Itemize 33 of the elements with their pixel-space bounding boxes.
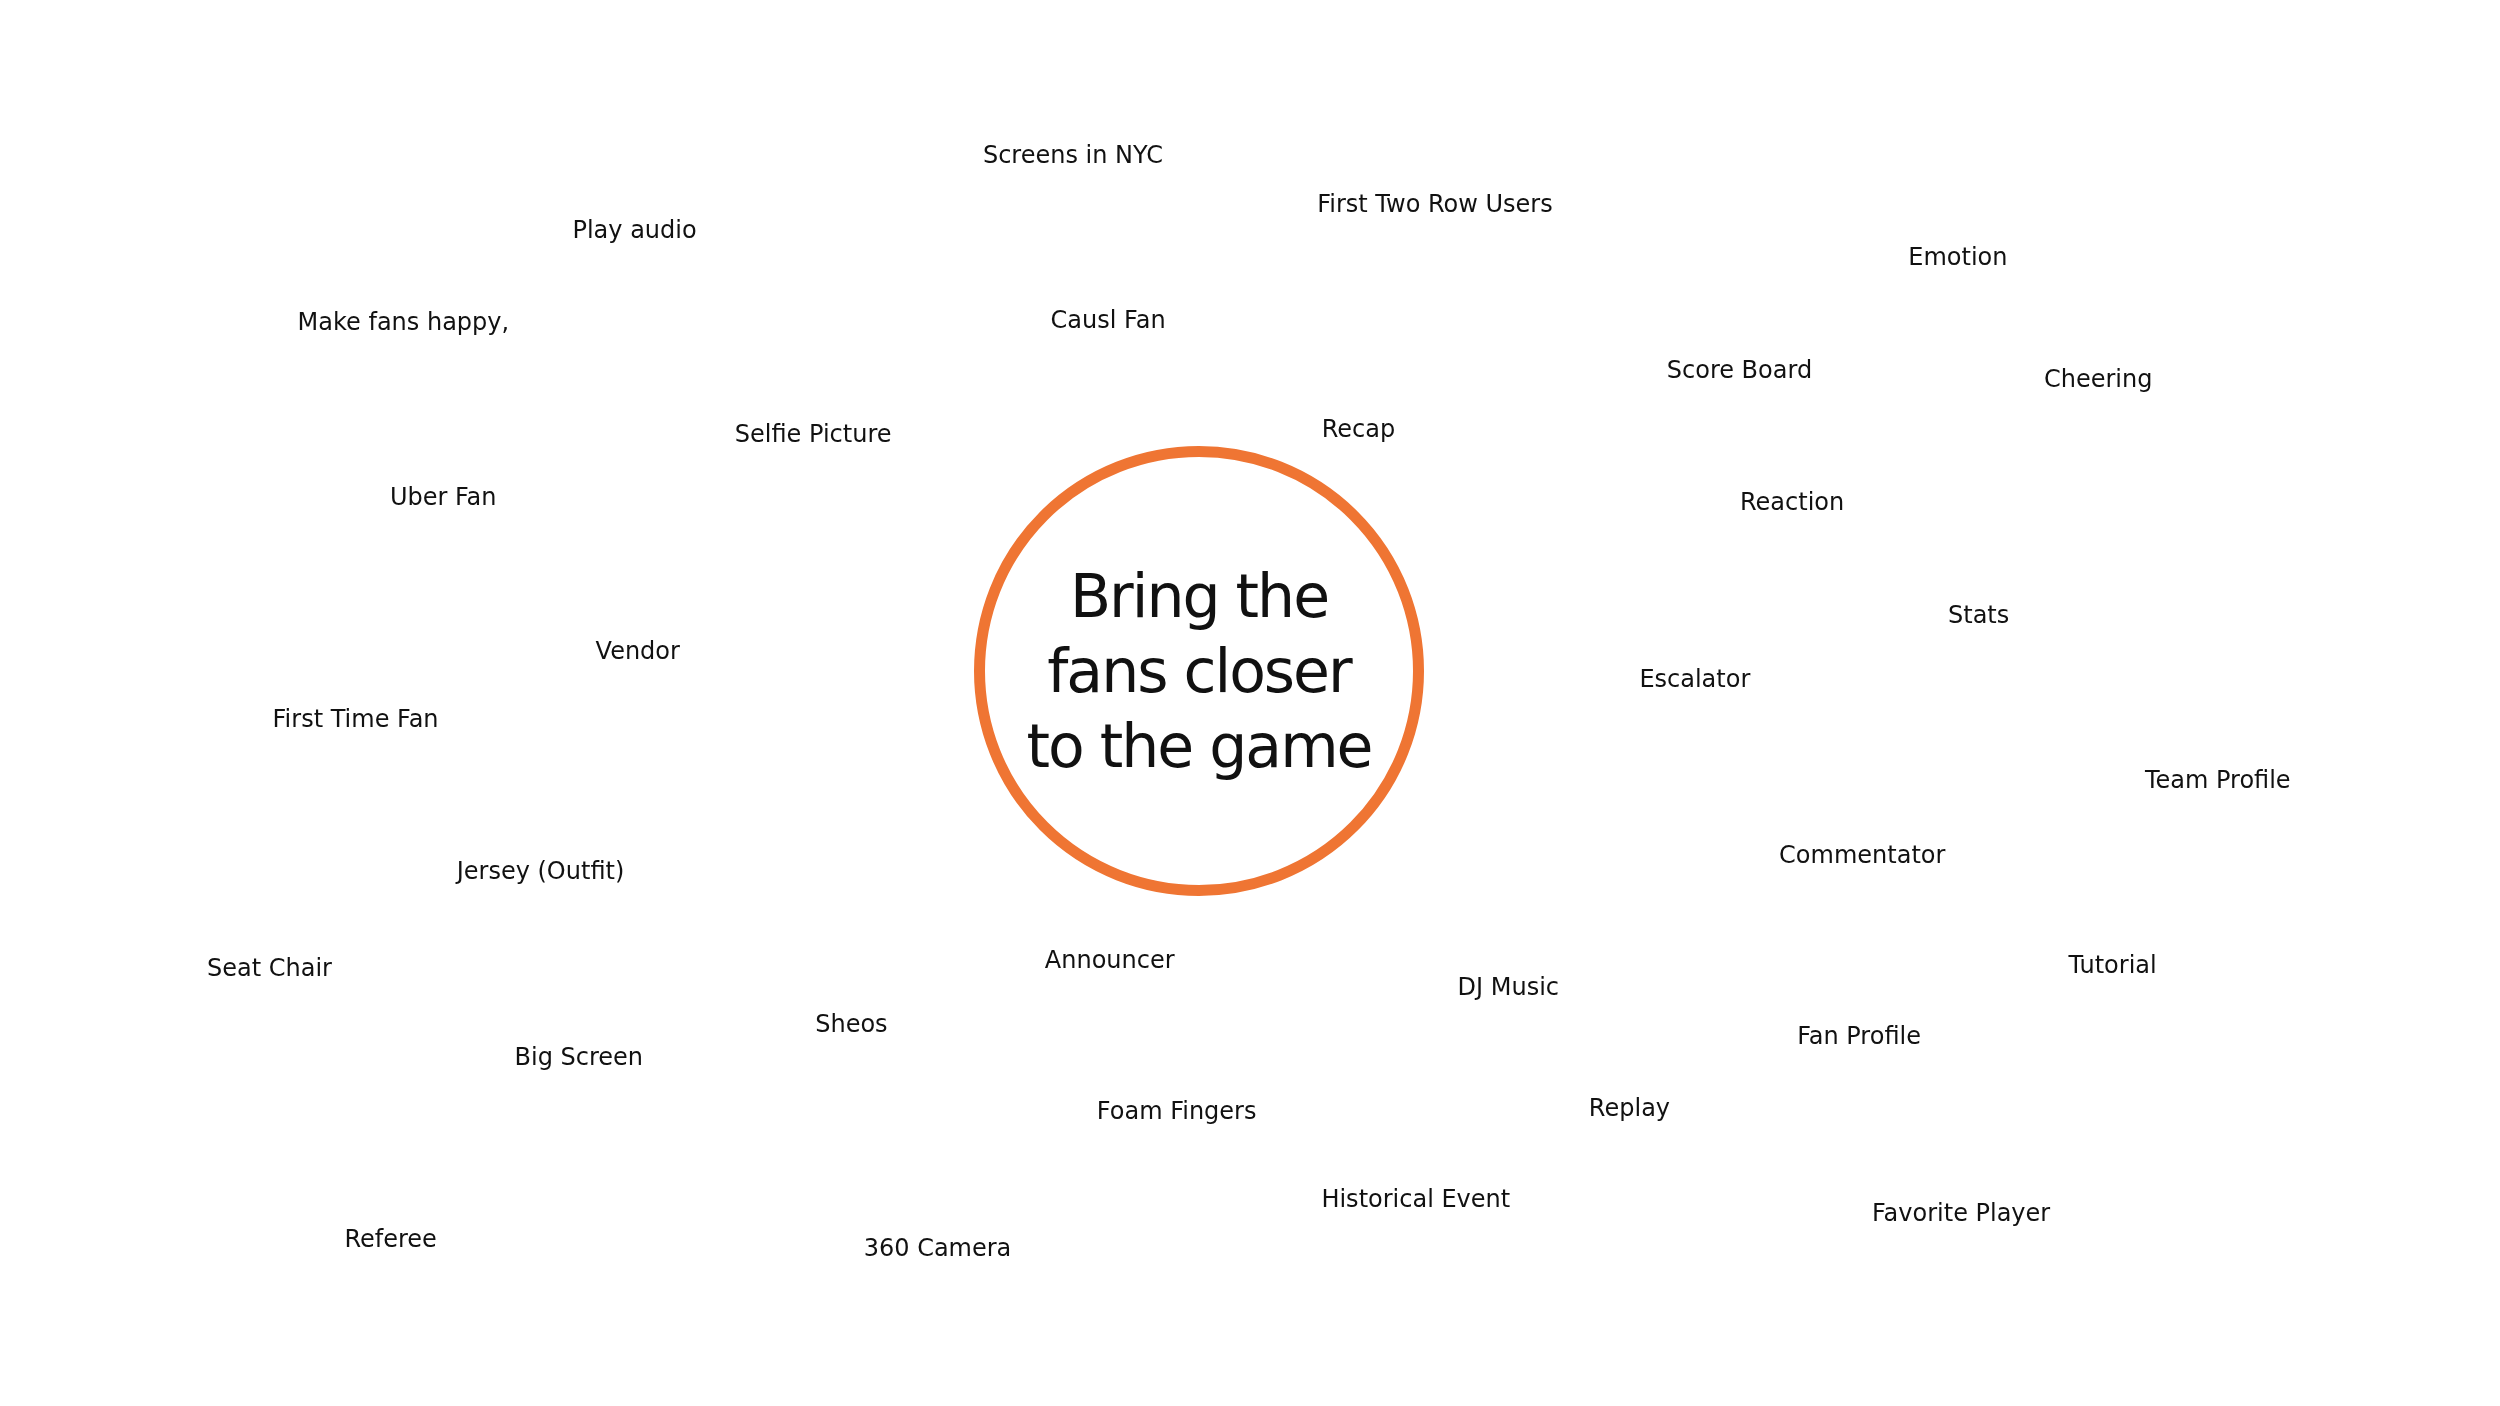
- idea-word: Team Profile: [2144, 765, 2291, 794]
- idea-word: Foam Fingers: [1096, 1097, 1257, 1126]
- idea-word: Cheering: [2043, 365, 2153, 394]
- idea-word: Announcer: [1044, 945, 1175, 974]
- idea-word: Favorite Player: [1872, 1199, 2051, 1228]
- idea-word: Make fans happy,: [297, 308, 510, 337]
- idea-word: Screens in NYC: [982, 140, 1164, 169]
- idea-word: Replay: [1588, 1094, 1671, 1123]
- idea-word: Play audio: [572, 215, 697, 244]
- central-topic: Bring the fans closer to the game: [1025, 559, 1373, 783]
- idea-word: Score Board: [1666, 355, 1813, 384]
- idea-word: Big Screen: [514, 1043, 643, 1072]
- idea-word: Seat Chair: [206, 953, 332, 982]
- idea-word: Causl Fan: [1050, 306, 1166, 335]
- idea-word: First Time Fan: [272, 705, 439, 734]
- idea-word: Historical Event: [1321, 1184, 1511, 1213]
- idea-word: Jersey (Outfit): [456, 856, 625, 885]
- idea-word: DJ Music: [1457, 972, 1559, 1001]
- idea-word: Emotion: [1908, 242, 2008, 271]
- idea-word: Sheos: [815, 1009, 888, 1038]
- idea-word: Recap: [1321, 414, 1396, 443]
- idea-word: Escalator: [1639, 665, 1751, 694]
- idea-word: Referee: [344, 1224, 437, 1253]
- idea-word: Selfie Picture: [734, 419, 892, 448]
- idea-word: Uber Fan: [389, 483, 497, 512]
- idea-word: Tutorial: [2068, 950, 2157, 979]
- idea-word: Reaction: [1739, 488, 1845, 517]
- idea-word: Commentator: [1779, 840, 1946, 869]
- idea-word: 360 Camera: [863, 1234, 1012, 1263]
- idea-word: Fan Profile: [1797, 1022, 1921, 1051]
- idea-word: First Two Row Users: [1317, 190, 1553, 219]
- idea-word: Stats: [1948, 601, 2010, 630]
- idea-word: Vendor: [595, 636, 680, 665]
